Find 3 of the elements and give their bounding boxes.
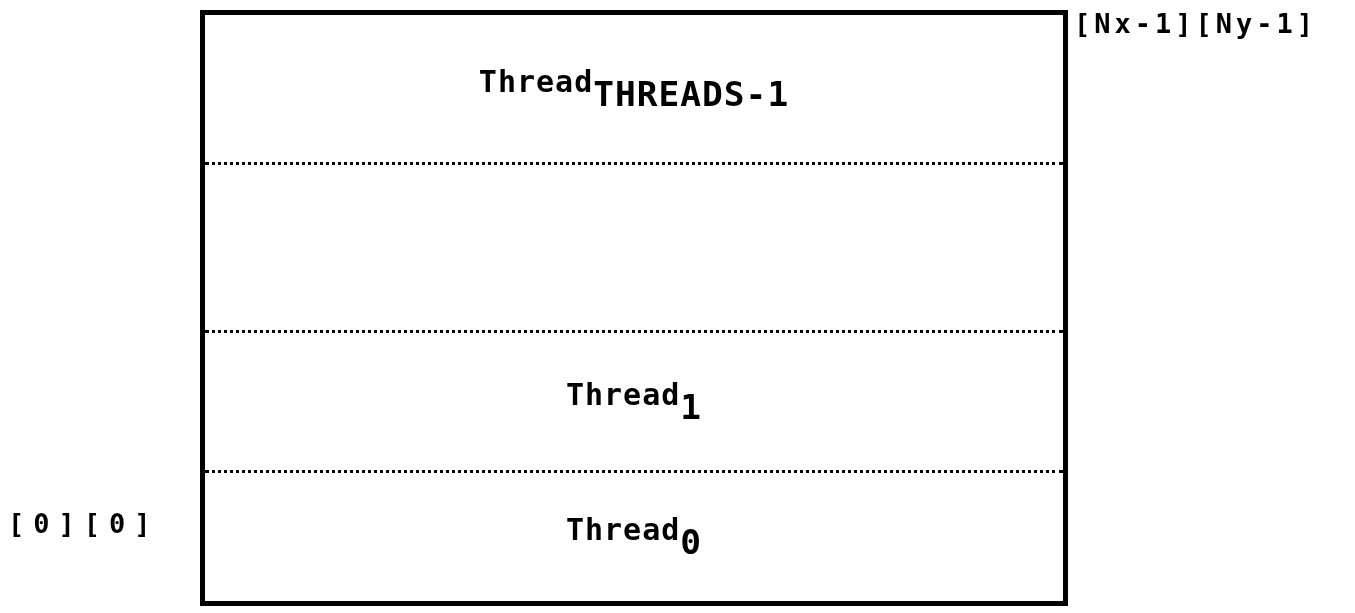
grid-box [200, 10, 1068, 606]
index-label: [Nx-1][Ny-1] [1074, 8, 1318, 39]
index-label: [0][0] [8, 508, 160, 539]
